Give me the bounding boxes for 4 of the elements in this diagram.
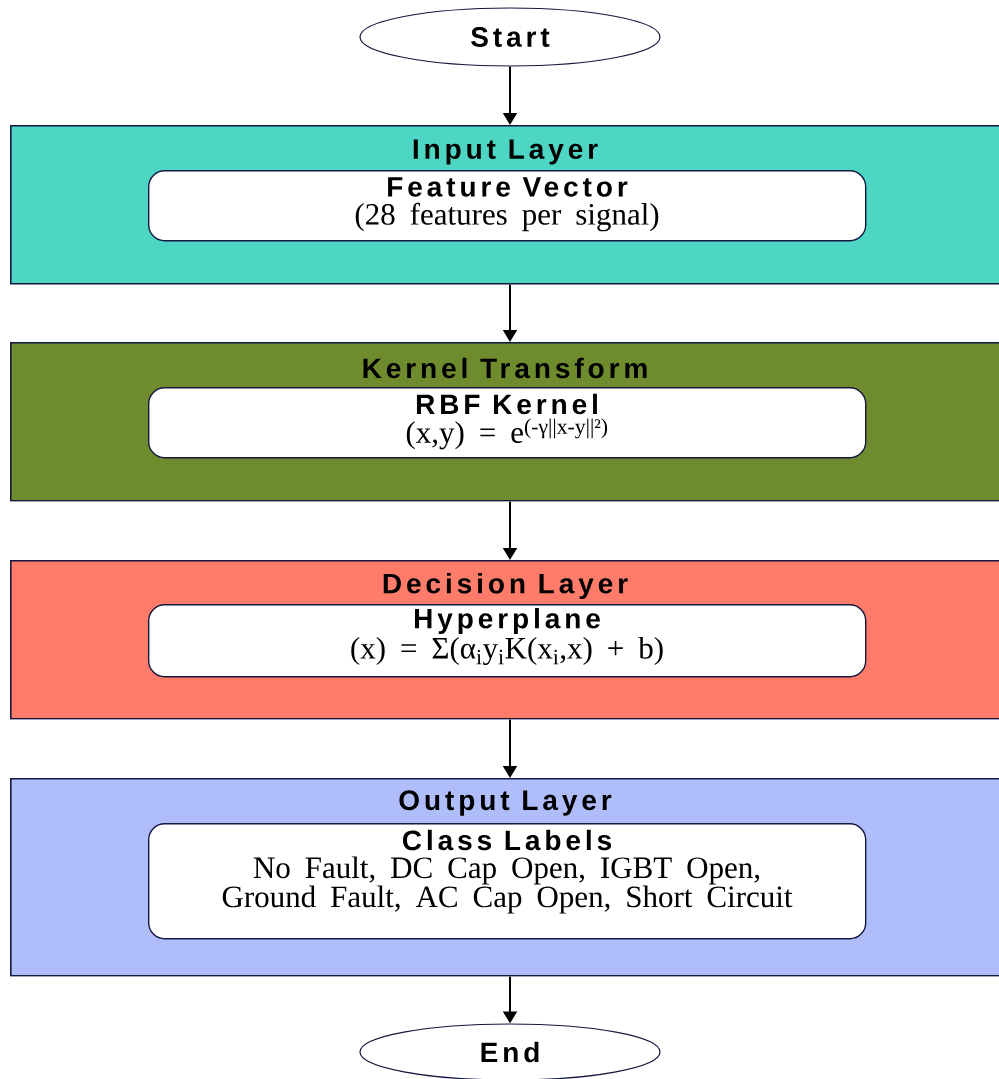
content-box: RBF Kernel (x,y) = e$^{(-γ||x-y||²)}$ [148,387,867,459]
content-box: Hyperplane (x) = Σ(α$_{i}$y$_{i}$K(x$_{i}$,x) + b) [148,604,867,678]
content-box: Class Labels No Fault, DC Cap Open, IGBT Open, Ground Fault, AC Cap Open, Short Circuit [148,823,867,940]
content-box: Feature Vector (28 features per signal) [148,170,867,242]
